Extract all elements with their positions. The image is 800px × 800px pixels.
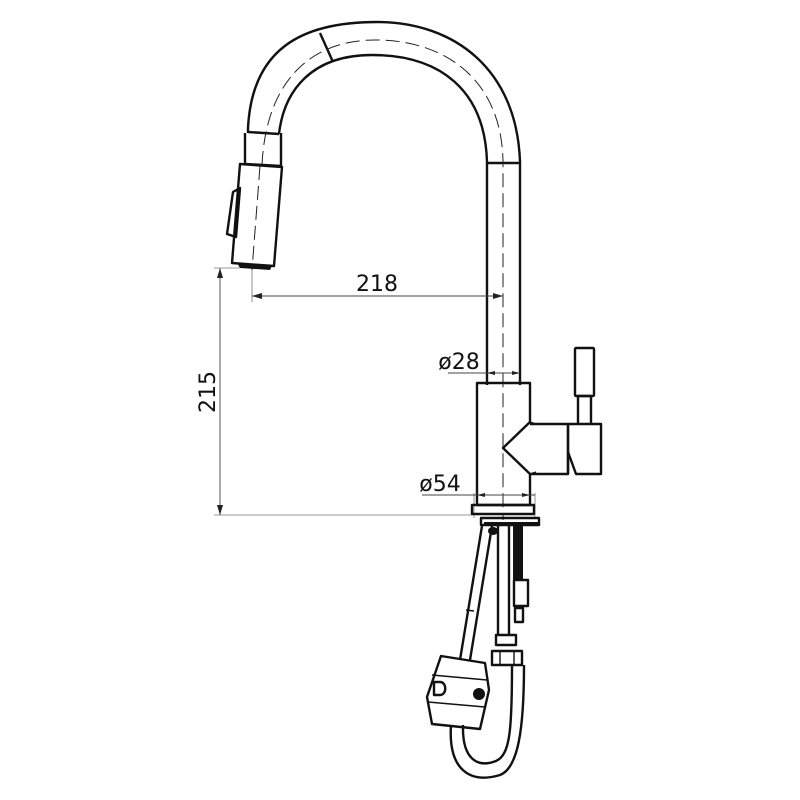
arrowhead-icon (522, 493, 530, 497)
arrowhead-icon (252, 293, 262, 299)
faucet-body (475, 381, 537, 507)
hose-counterweight (425, 654, 491, 731)
supply-hoses (449, 525, 530, 779)
arrowhead-icon (217, 505, 223, 515)
mounting-base (470, 503, 541, 527)
dimension-label-d28: ø28 (438, 350, 479, 375)
arrowhead-icon (493, 293, 503, 299)
side-lever-handle (530, 346, 603, 476)
dimension-spout-diameter: ø28 (438, 350, 520, 375)
arrowhead-icon (217, 268, 223, 278)
arrowhead-icon (512, 371, 520, 375)
dimension-label-215: 215 (196, 371, 221, 413)
dimension-label-218: 218 (356, 272, 398, 297)
dimension-spout-reach: 218 (251, 270, 503, 302)
dimension-label-d54: ø54 (419, 472, 460, 497)
pull-out-spray-head (225, 133, 284, 271)
dimension-spout-height: 215 (196, 267, 472, 516)
arrowhead-icon (477, 493, 485, 497)
arrowhead-icon (487, 371, 495, 375)
curved-spout (246, 20, 522, 520)
dimension-base-diameter: ø54 (419, 472, 536, 518)
